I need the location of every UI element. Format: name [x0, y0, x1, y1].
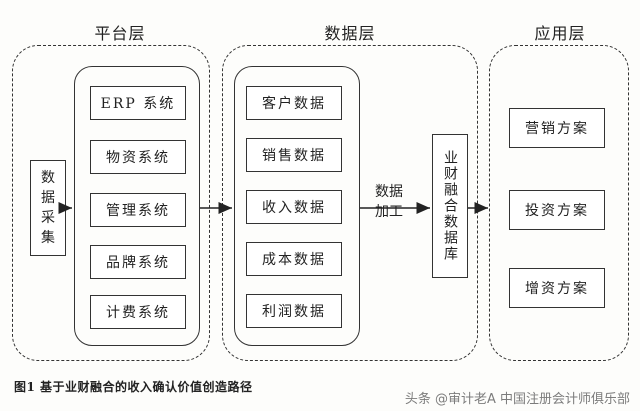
application-layer-title: 应用层 — [534, 24, 586, 43]
platform-item-erp: ERP 系统 — [90, 86, 186, 120]
platform-item-brand: 品牌系统 — [90, 245, 186, 279]
data-item-sales: 销售数据 — [246, 138, 342, 172]
plan-marketing: 营销方案 — [509, 108, 605, 148]
data-item-customer: 客户数据 — [246, 86, 342, 120]
data-item-cost: 成本数据 — [246, 242, 342, 276]
application-layer-outline — [489, 45, 629, 361]
platform-item-billing: 计费系统 — [90, 295, 186, 329]
platform-systems-group — [74, 66, 200, 346]
watermark-text: 头条 @审计老A 中国注册会计师俱乐部 — [404, 392, 630, 407]
integrated-database-box: 业财融合数据库 — [432, 134, 468, 278]
platform-layer-title: 平台层 — [94, 24, 146, 43]
platform-layer-outline — [12, 45, 210, 361]
data-items-group — [234, 66, 360, 346]
plan-capital-increase: 增资方案 — [509, 268, 605, 308]
data-item-revenue: 收入数据 — [246, 190, 342, 224]
data-collection-label: 数据采集 — [41, 170, 55, 246]
plan-investment: 投资方案 — [509, 190, 605, 230]
platform-item-management: 管理系统 — [90, 193, 186, 227]
data-item-profit: 利润数据 — [246, 294, 342, 328]
figure-caption: 图1 基于业财融合的收入确认价值创造路径 — [14, 380, 253, 394]
platform-item-materials: 物资系统 — [90, 140, 186, 174]
data-layer-title: 数据层 — [324, 24, 376, 43]
